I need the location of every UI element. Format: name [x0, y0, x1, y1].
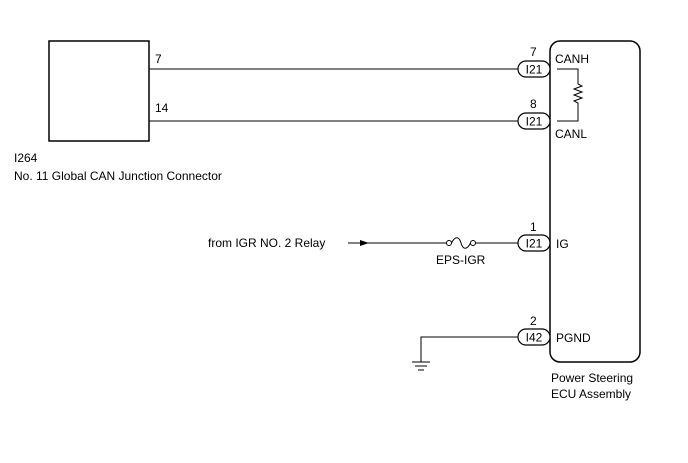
- ground-icon: [412, 361, 430, 371]
- connector-code-ig: I21: [526, 237, 543, 251]
- signal-label-canh: CANH: [555, 52, 589, 66]
- resistor-icon: [557, 68, 584, 122]
- ecu-name-line2: ECU Assembly: [551, 387, 631, 401]
- junction-connector-code: I264: [14, 151, 38, 165]
- fuse-label: EPS-IGR: [436, 253, 486, 267]
- pin-number-canl: 8: [530, 97, 537, 111]
- connector-tag-ig: [517, 234, 551, 252]
- signal-label-pgnd: PGND: [556, 331, 591, 345]
- pin-number-pgnd: 2: [530, 314, 537, 328]
- connector-code-canl: I21: [526, 115, 543, 129]
- connector-code-pgnd: I42: [526, 331, 543, 345]
- connector-tag-canh: [517, 60, 551, 78]
- junction-pin-canl: 14: [155, 101, 169, 115]
- connector-tag-pgnd: [517, 328, 551, 346]
- fuse-icon: [446, 237, 476, 249]
- signal-label-ig: IG: [556, 237, 569, 251]
- pin-number-canh: 7: [530, 45, 537, 59]
- pgnd-wire: [420, 336, 518, 362]
- junction-connector-box: [48, 40, 150, 142]
- ecu-name-line1: Power Steering: [551, 371, 633, 385]
- junction-pin-canh: 7: [155, 52, 162, 66]
- signal-label-canl: CANL: [555, 127, 587, 141]
- ecu-box: [549, 40, 641, 363]
- pin-number-ig: 1: [530, 220, 537, 234]
- connector-tag-canl: [517, 112, 551, 130]
- junction-connector-name: No. 11 Global CAN Junction Connector: [14, 169, 222, 183]
- power-source-label: from IGR NO. 2 Relay: [208, 236, 325, 250]
- arrow-right-icon: [360, 240, 369, 246]
- connector-code-canh: I21: [526, 63, 543, 77]
